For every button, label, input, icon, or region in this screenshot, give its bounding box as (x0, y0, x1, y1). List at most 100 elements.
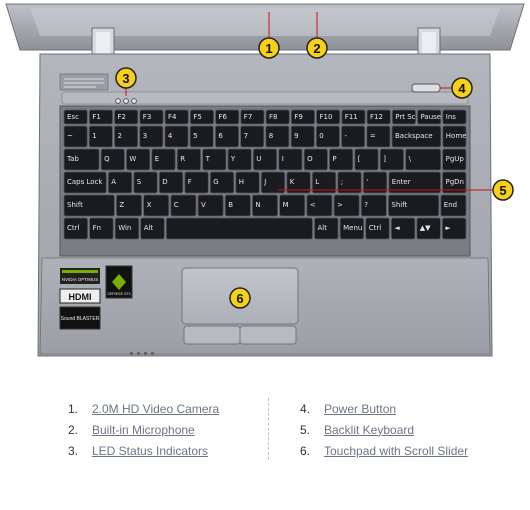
keyboard-key[interactable] (189, 125, 214, 148)
keyboard-key[interactable] (315, 125, 340, 148)
keyboard-key[interactable] (170, 194, 197, 217)
keyboard-key[interactable] (265, 109, 290, 125)
key-label: K (290, 178, 295, 186)
keyboard-key[interactable] (303, 148, 328, 171)
key-label: P (332, 155, 336, 163)
keyboard-key[interactable] (189, 109, 215, 125)
keyboard-key[interactable] (306, 194, 333, 217)
power-button[interactable] (411, 83, 441, 93)
keyboard-key[interactable] (158, 171, 184, 194)
legend-number: 1. (68, 401, 79, 416)
key-space[interactable] (165, 217, 313, 240)
keyboard-key[interactable] (63, 194, 115, 217)
keyboard-key[interactable] (139, 109, 164, 125)
touchpad-left-button[interactable] (183, 325, 241, 345)
keyboard-key[interactable] (416, 217, 441, 240)
keyboard-key[interactable] (140, 217, 165, 240)
keyboard-key[interactable] (279, 194, 306, 217)
keyboard-key[interactable] (89, 217, 114, 240)
keyboard-key[interactable] (240, 125, 265, 148)
keyboard-key[interactable] (316, 109, 341, 125)
keyboard-key[interactable] (391, 125, 442, 148)
keyboard-key[interactable] (417, 109, 442, 125)
keyboard-key[interactable] (442, 171, 467, 194)
keyboard-key[interactable] (114, 109, 139, 125)
legend-link-touchpad[interactable]: Touchpad with Scroll Slider (324, 443, 469, 458)
keyboard-key[interactable] (107, 171, 133, 194)
keyboard-key[interactable] (286, 171, 311, 194)
keyboard-key[interactable] (251, 194, 278, 217)
keyboard-key[interactable] (440, 194, 467, 217)
keyboard-key[interactable] (290, 125, 315, 148)
keyboard-key[interactable] (290, 109, 315, 125)
keyboard-key[interactable] (215, 109, 240, 125)
keyboard-key[interactable] (227, 148, 252, 171)
keyboard-key[interactable] (224, 194, 251, 217)
keyboard-key[interactable] (214, 125, 239, 148)
legend-link-keyboard[interactable]: Backlit Keyboard (324, 422, 415, 437)
keyboard-key[interactable] (311, 171, 337, 194)
keyboard-key[interactable] (388, 171, 441, 194)
keyboard-key[interactable] (341, 109, 366, 125)
keyboard-key[interactable] (176, 148, 201, 171)
keyboard-key[interactable] (100, 148, 125, 171)
keyboard-key[interactable] (390, 217, 416, 240)
keyboard-key[interactable] (441, 217, 467, 240)
keyboard-key[interactable] (328, 148, 354, 171)
legend-link-power-button[interactable]: Power Button (324, 401, 397, 416)
keyboard-key[interactable] (240, 109, 265, 125)
keyboard-key[interactable] (209, 171, 235, 194)
legend-link-led-indicators[interactable]: LED Status Indicators (92, 443, 209, 458)
callout-4: 4 (451, 77, 473, 99)
keyboard-key[interactable] (63, 109, 88, 125)
keyboard-key[interactable] (197, 194, 224, 217)
keyboard-key[interactable] (114, 125, 139, 148)
key-label: 9 (294, 132, 298, 140)
keyboard-key[interactable] (314, 217, 339, 240)
keyboard-key[interactable] (252, 148, 278, 171)
keyboard-key[interactable] (63, 217, 89, 240)
keyboard-key[interactable] (442, 125, 467, 148)
keyboard-key[interactable] (366, 125, 391, 148)
keyboard-key[interactable] (164, 109, 189, 125)
legend-link-microphone[interactable]: Built-in Microphone (92, 422, 195, 437)
keyboard-key[interactable] (139, 125, 164, 148)
keyboard-key[interactable] (265, 125, 290, 148)
keyboard-key[interactable] (114, 217, 140, 240)
keyboard-key[interactable] (143, 194, 170, 217)
keyboard-key[interactable] (164, 125, 189, 148)
keyboard-key[interactable] (362, 171, 388, 194)
keyboard-key[interactable] (133, 171, 158, 194)
keyboard-key[interactable] (333, 194, 360, 217)
keyboard-key[interactable] (354, 148, 379, 171)
keyboard-key[interactable] (88, 109, 114, 125)
keyboard-key[interactable] (387, 194, 440, 217)
keyboard-key[interactable] (184, 171, 209, 194)
legend: 1. 2.0M HD Video Camera 2. Built-in Micr… (0, 398, 530, 468)
keyboard-key[interactable] (235, 171, 260, 194)
keyboard-key[interactable] (63, 148, 100, 171)
keyboard-key[interactable] (379, 148, 405, 171)
keyboard-key[interactable] (202, 148, 227, 171)
keyboard-key[interactable] (151, 148, 176, 171)
keyboard-key[interactable] (63, 125, 88, 148)
keyboard-key[interactable] (442, 109, 467, 125)
keyboard-key[interactable] (339, 217, 365, 240)
touchpad-right-button[interactable] (239, 325, 297, 345)
keyboard-key[interactable] (442, 148, 467, 171)
keyboard-key[interactable] (337, 171, 362, 194)
keyboard-key[interactable] (63, 171, 107, 194)
legend-link-camera[interactable]: 2.0M HD Video Camera (92, 401, 220, 416)
keyboard-key[interactable] (260, 171, 286, 194)
keyboard-key[interactable] (360, 194, 387, 217)
keyboard-key[interactable] (365, 217, 390, 240)
keyboard-key[interactable] (278, 148, 303, 171)
key-label: Tab (66, 155, 79, 163)
keyboard-key[interactable] (126, 148, 151, 171)
keyboard-key[interactable] (405, 148, 442, 171)
keyboard-key[interactable] (116, 194, 143, 217)
keyboard-key[interactable] (391, 109, 416, 125)
keyboard-key[interactable] (366, 109, 391, 125)
keyboard-key[interactable] (88, 125, 113, 148)
keyboard-key[interactable] (341, 125, 366, 148)
